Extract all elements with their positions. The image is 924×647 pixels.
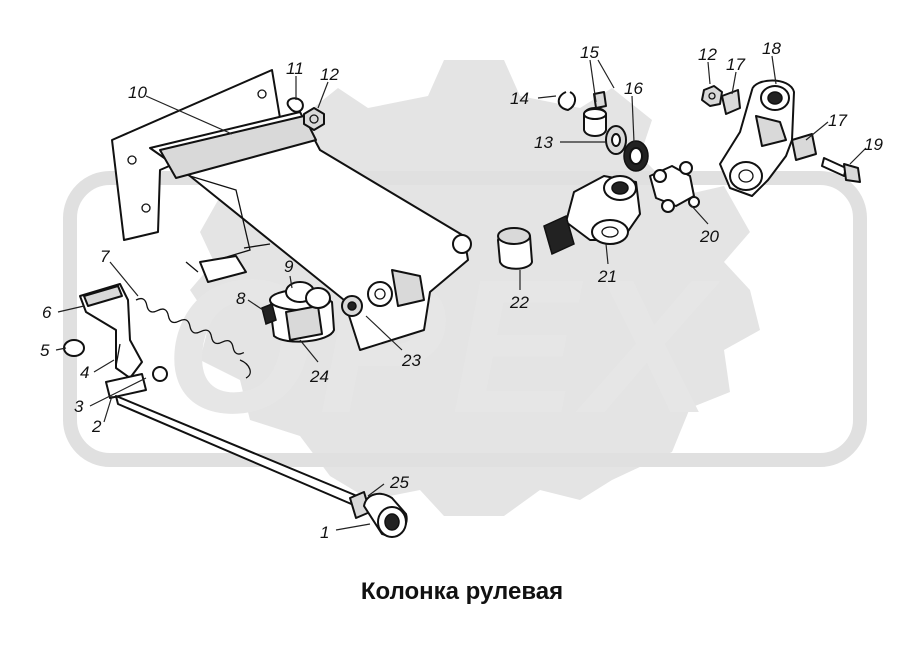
part-8-pin [261,302,277,326]
part-13-washer [605,125,627,155]
callout-22: 22 [509,293,529,312]
part-20-cross [649,161,700,213]
part-10-bracket [111,69,472,351]
part-18-fork [719,79,795,197]
callout-20: 20 [699,227,719,246]
callout-12-right: 12 [698,45,717,64]
leader-lines [55,55,867,531]
callout-19: 19 [864,135,883,154]
callout-5: 5 [40,341,50,360]
part-17-clip-lower [791,133,817,161]
diagram-caption: Колонка рулевая [360,578,564,605]
part-22-bushing [497,227,533,270]
callout-labels: 1 2 3 4 5 6 7 8 9 10 11 12 12 13 14 15 1… [40,39,883,542]
part-16-bearing [623,140,649,172]
part-14-ring [557,91,576,111]
callout-23: 23 [401,351,421,370]
part-7-spring [135,297,251,379]
part-3-washer [152,366,168,382]
callout-1: 1 [320,523,329,542]
callout-24: 24 [309,367,329,386]
callout-3: 3 [74,397,84,416]
part-5-ring [63,339,85,357]
callout-18: 18 [762,39,781,58]
part-17-clip-upper [721,89,741,115]
callout-9: 9 [284,257,294,276]
callout-14: 14 [510,89,529,108]
callout-6: 6 [42,303,52,322]
callout-2: 2 [91,417,102,436]
callout-17-lower: 17 [828,111,847,130]
callout-17-upper: 17 [726,55,745,74]
part-15-sleeve [583,91,607,137]
callout-15: 15 [580,43,599,62]
callout-11: 11 [286,59,304,78]
part-11-washer [286,97,304,113]
part-21-joint [543,175,641,256]
part-12-nut-right [701,85,723,107]
part-9-washer [285,281,331,309]
part-12-nut [303,107,325,131]
callout-8: 8 [236,289,246,308]
callout-4: 4 [80,363,89,382]
callout-16: 16 [624,79,643,98]
part-4-pin [115,343,121,367]
callout-21: 21 [597,267,617,286]
callout-10: 10 [128,83,147,102]
callout-13: 13 [534,133,553,152]
callout-25: 25 [389,473,409,492]
part-23-nut [341,295,363,317]
watermark-plate [63,171,867,467]
callout-7: 7 [100,247,110,266]
part-2-rod-end [105,373,147,399]
part-6-lever [79,283,143,379]
part-1-knob [363,492,408,538]
part-19-bolt [821,157,861,183]
callout-12-left: 12 [320,65,339,84]
